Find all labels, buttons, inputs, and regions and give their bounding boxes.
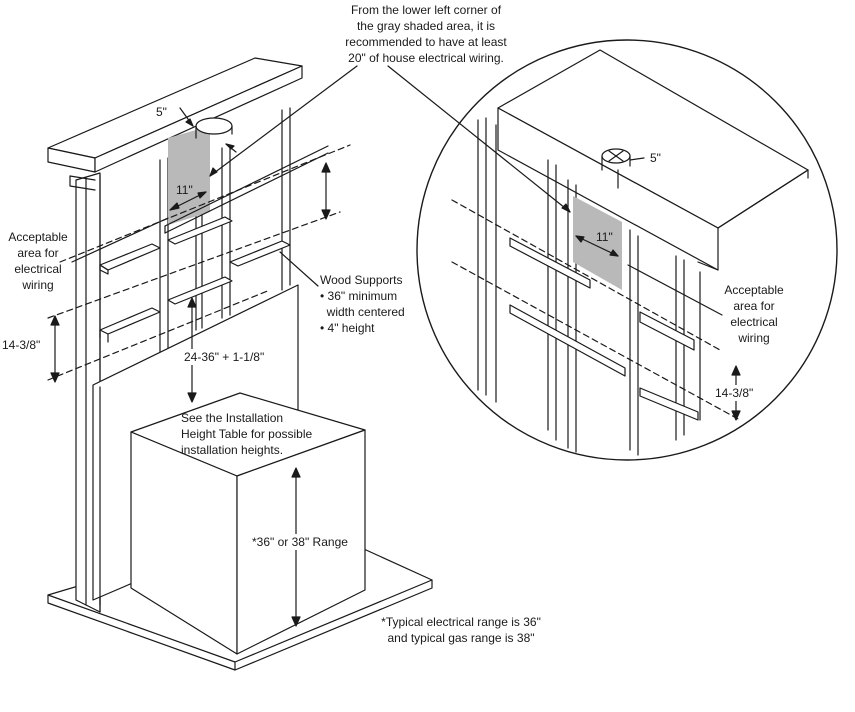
hood-shelf-left (164, 145, 329, 234)
wood-supports-line-1: Wood Supports (320, 273, 403, 287)
acceptable-left-line-4: wiring (22, 278, 54, 292)
top-note-callout: From the lower left corner of the gray s… (336, 2, 516, 66)
range-height-label: *36" or 38" Range (250, 534, 350, 550)
see-table-line-1: See the Installation (181, 411, 284, 425)
detail-contents (477, 49, 809, 456)
footnote: *Typical electrical range is 36" and typ… (368, 614, 554, 646)
acceptable-area-left-callout: Acceptable area for electrical wiring (2, 229, 74, 293)
wiring-area-left (168, 126, 210, 225)
acceptable-left-line-2: area for (17, 246, 59, 260)
dashed-guides-right (451, 199, 741, 421)
top-note-line-2: the gray shaded area, it is (356, 19, 496, 33)
see-table-callout: See the Installation Height Table for po… (181, 410, 312, 458)
top-note-line-4: 20" of house electrical wiring. (348, 51, 504, 65)
acceptable-left-line-3: electrical (14, 262, 62, 276)
leader-lines-left (71, 65, 358, 287)
top-note-line-1: From the lower left corner of (350, 3, 502, 17)
wood-supports-line-4: • 4" height (320, 321, 375, 335)
footnote-line-1: *Typical electrical range is 36" (381, 615, 541, 629)
acceptable-right-line-4: wiring (738, 331, 770, 345)
vent-duct-left (195, 117, 233, 139)
leader-lines-right (387, 65, 723, 316)
dim-14-left-label: 14-3/8" (2, 338, 41, 352)
wood-supports-left (99, 216, 291, 343)
dim-11-right-label: 11" (596, 230, 613, 244)
wood-supports-line-2: • 36" minimum (320, 289, 398, 303)
see-table-line-3: installation heights. (181, 443, 284, 457)
wood-supports-line-3: width centered (320, 305, 405, 319)
acceptable-right-line-3: electrical (730, 315, 778, 329)
dim-14-right-label: 14-3/8" (713, 385, 756, 401)
top-note-line-3: recommended to have at least (345, 35, 507, 49)
detail-circle (416, 39, 838, 461)
acceptable-area-right-callout: Acceptable area for electrical wiring (718, 282, 790, 346)
height-dimension-label: 24-36" + 1-1/8" (182, 349, 267, 365)
dim-5-left-label: 5" (156, 105, 167, 119)
dim-5-right-label: 5" (650, 151, 661, 165)
acceptable-right-line-2: area for (733, 299, 775, 313)
acceptable-right-line-1: Acceptable (724, 283, 784, 297)
acceptable-left-line-1: Acceptable (8, 230, 68, 244)
dim-11-left-label: 11" (176, 183, 193, 197)
dashed-guides-left (47, 144, 351, 381)
wood-supports-callout: Wood Supports • 36" minimum width center… (320, 272, 405, 336)
footnote-line-2: and typical gas range is 38" (387, 631, 535, 645)
top-soffit (47, 57, 303, 191)
see-table-line-2: Height Table for possible (181, 427, 313, 441)
